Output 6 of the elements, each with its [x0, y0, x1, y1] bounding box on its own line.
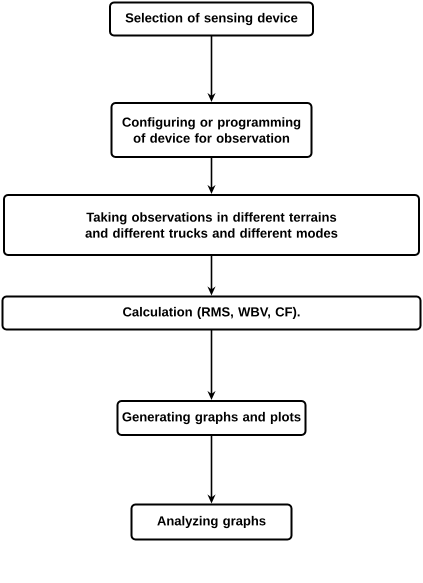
process-box: Taking observations in different terrains and different trucks and different modes: [3, 194, 420, 256]
process-box: Generating graphs and plots: [116, 400, 306, 436]
process-box: Selection of sensing device: [109, 2, 314, 36]
process-box: Analyzing graphs: [130, 504, 292, 540]
process-box: Configuring or programming of device for observation: [110, 102, 312, 158]
process-box: Calculation (RMS, WBV, CF).: [2, 296, 422, 330]
